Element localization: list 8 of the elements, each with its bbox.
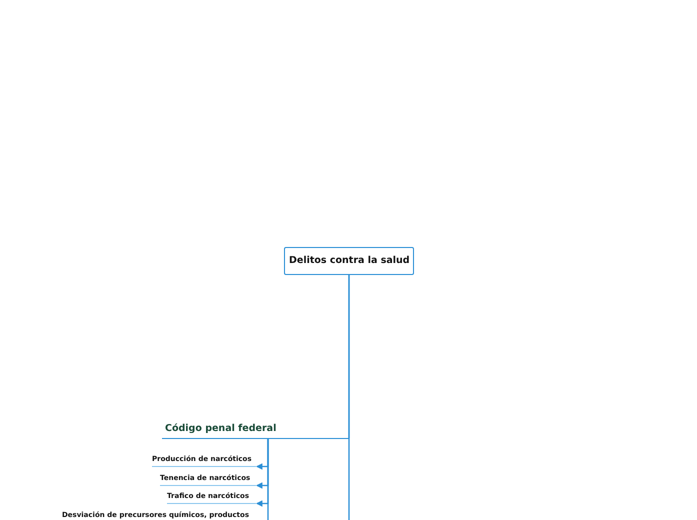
subtopic-node <box>160 472 256 486</box>
node-label: Delitos contra la salud <box>289 255 409 266</box>
topic-node <box>162 421 349 439</box>
subtopic-node <box>152 453 256 467</box>
connector-line <box>348 275 350 520</box>
node-label: Código penal federal <box>165 423 278 434</box>
subtopic-node <box>167 490 256 504</box>
root-box <box>284 247 414 275</box>
